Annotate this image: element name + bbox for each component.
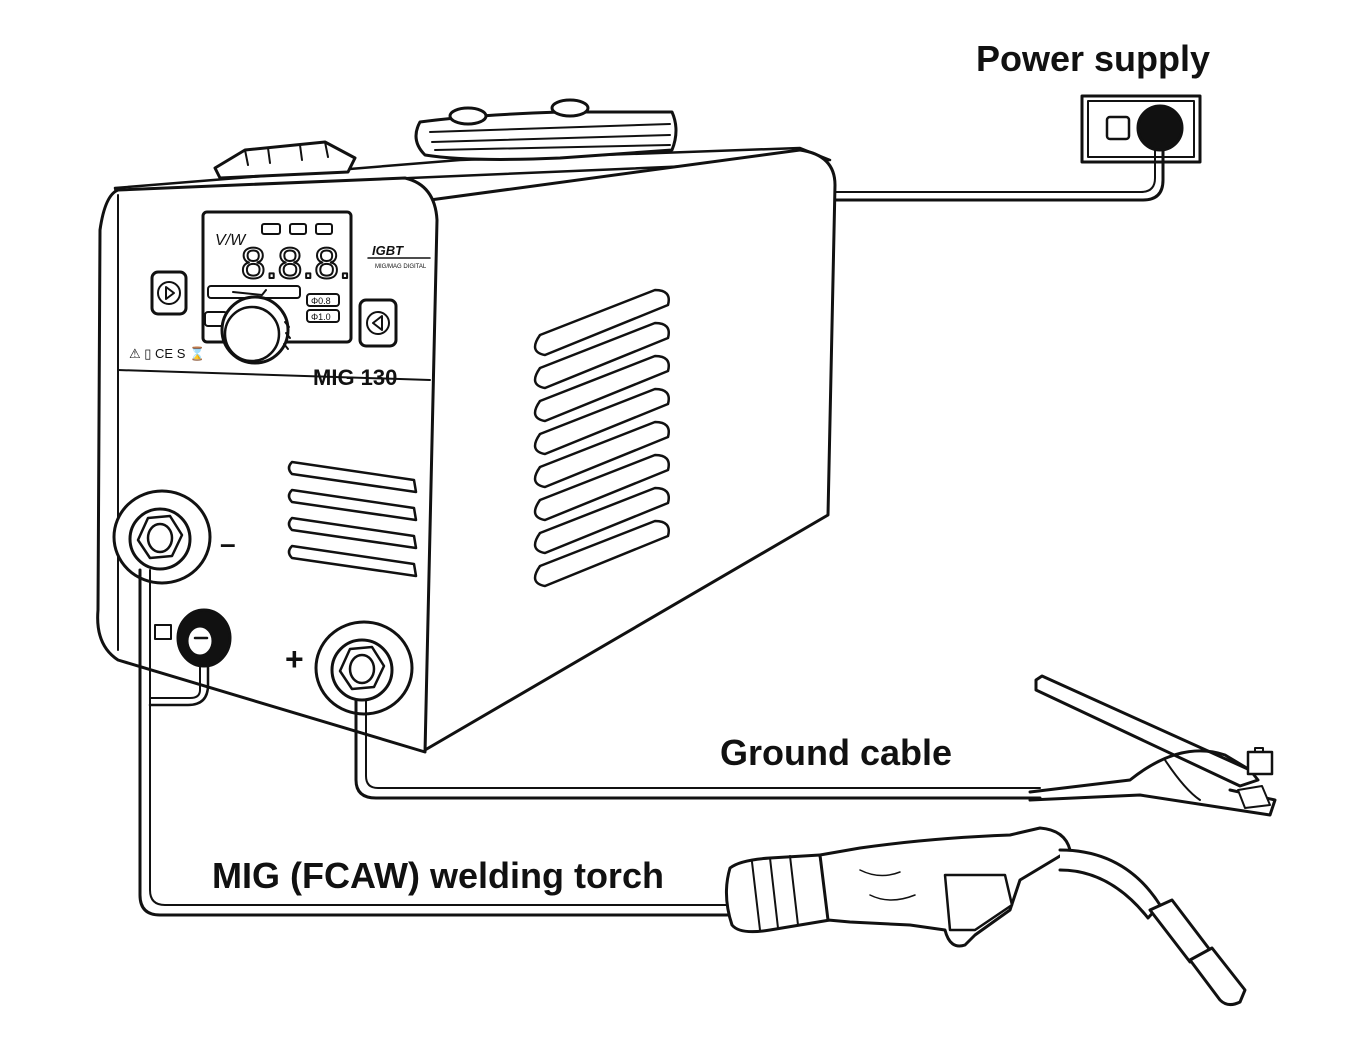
side-vents	[533, 288, 670, 588]
indicator-2	[289, 223, 307, 235]
plus-sign: +	[285, 641, 304, 677]
carry-handle	[414, 98, 678, 161]
indicator-1	[261, 223, 281, 235]
brand-logo: IGBT	[372, 243, 404, 258]
wall-outlet	[1080, 94, 1202, 164]
top-hinge	[213, 140, 357, 180]
front-vents	[287, 460, 418, 578]
model-label: MIG 130	[313, 365, 397, 390]
digital-display: 8.8.8.	[241, 239, 351, 288]
welding-torch	[725, 826, 1247, 1007]
adjustment-knob[interactable]	[220, 295, 291, 365]
positive-terminal	[314, 620, 414, 716]
brand-subtitle: MIG/MAG DIGITAL	[375, 264, 427, 270]
minus-sign: –	[220, 528, 236, 559]
ground-cable-label: Ground cable	[720, 732, 953, 773]
wire-10-label: Φ1.0	[311, 312, 331, 322]
wire-10-box	[306, 309, 340, 323]
welding-torch-label: MIG (FCAW) welding torch	[212, 855, 664, 896]
wire-08-box	[306, 293, 340, 307]
wire-08-label: Φ0.8	[311, 296, 331, 306]
ground-clamp	[1028, 674, 1277, 817]
ground-cable	[354, 698, 1042, 800]
left-arrow-button[interactable]	[358, 298, 398, 348]
negative-terminal	[112, 489, 212, 585]
power-supply-label: Power supply	[976, 38, 1211, 79]
right-arrow-button[interactable]	[150, 270, 188, 316]
power-cable	[833, 140, 1165, 202]
torch-cable	[138, 568, 734, 917]
safety-marks: ⚠ ▯ CE S ⌛	[129, 346, 205, 361]
mode-label: V/W	[215, 232, 247, 249]
indicator-3	[315, 223, 333, 235]
torch-socket	[154, 608, 232, 668]
